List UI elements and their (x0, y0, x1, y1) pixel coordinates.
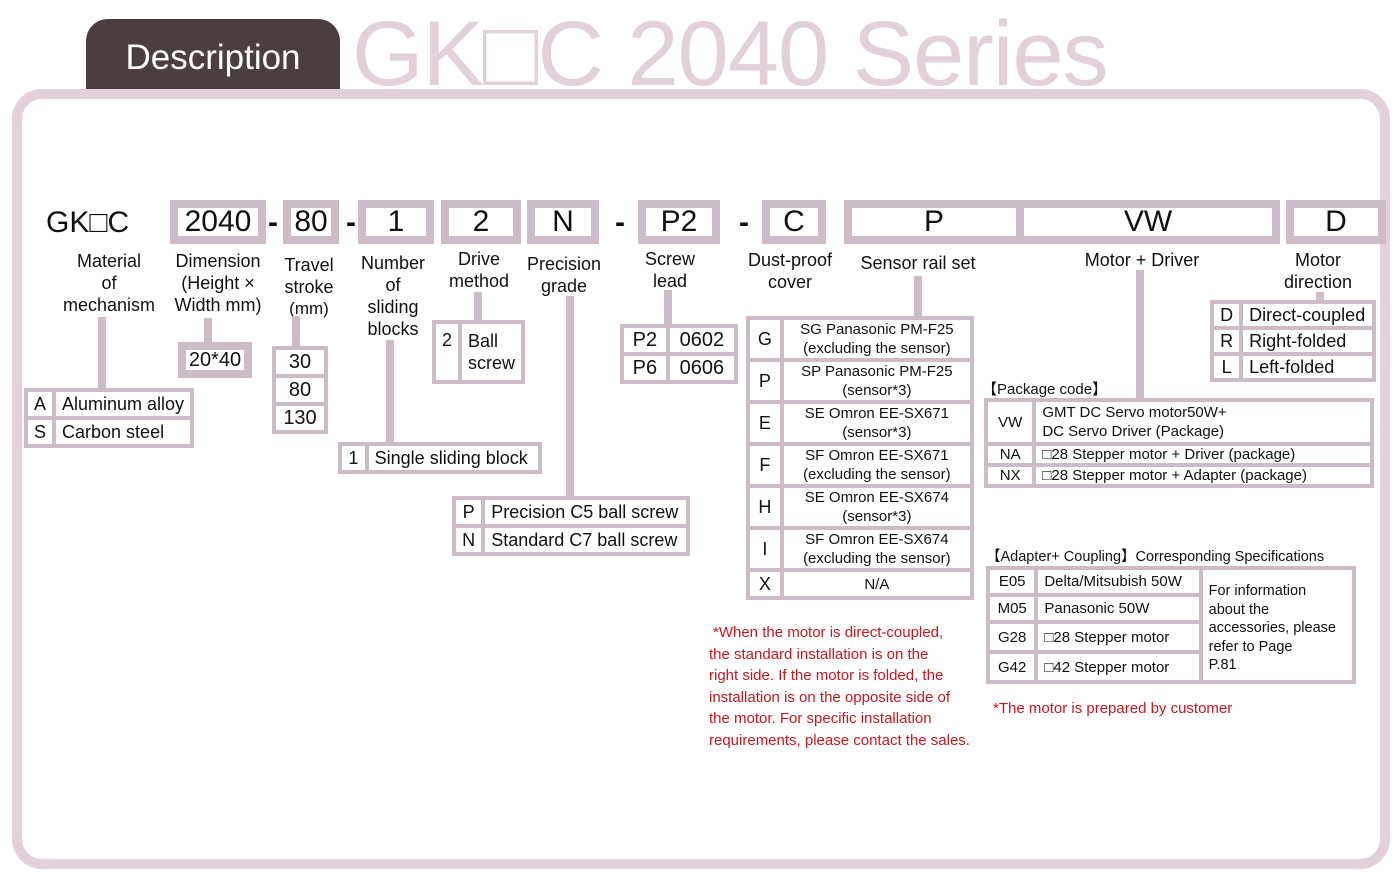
label-dimension: Dimension(Height ×Width mm) (174, 251, 262, 315)
connector-line (1316, 292, 1324, 304)
separator-dash: - (615, 206, 625, 239)
label-sensor: Sensor rail set (860, 253, 976, 273)
separator-dash: - (346, 206, 356, 239)
connector-line (204, 318, 212, 348)
package-title: 【Package code】 (982, 381, 1108, 398)
label-motor: Motor + Driver (1084, 250, 1200, 270)
code-drive: 2 (441, 200, 521, 244)
series-title: GK□C 2040 Series (352, 3, 1108, 105)
code-precision: N (527, 200, 599, 244)
table-row: NX□28 Stepper motor + Adapter (package) (983, 463, 1374, 488)
connector-line (914, 276, 922, 318)
table-row: 30 (272, 346, 328, 378)
tab-label: Description (125, 38, 301, 77)
motor-customer-note: *The motor is prepared by customer (993, 700, 1233, 717)
connector-line (98, 317, 106, 389)
code-direction: D (1286, 200, 1386, 244)
table-row: G42□42 Stepper motor (985, 650, 1354, 684)
code-stroke: 80 (283, 200, 339, 244)
dimension-value: 20*40 (178, 342, 252, 378)
description-tab: Description (86, 19, 340, 89)
installation-note: *When the motor is direct-coupled, the s… (709, 624, 970, 749)
adapter-title: 【Adapter+ Coupling】Corresponding Specifi… (986, 549, 1325, 565)
connector-line (386, 340, 394, 444)
connector-line (664, 290, 672, 326)
code-blocks: 1 (358, 200, 434, 244)
code-sensor: P (844, 200, 1024, 244)
code-dust-cover: C (762, 200, 826, 244)
code-lead: P2 (638, 200, 720, 244)
code-motor: VW (1016, 200, 1280, 244)
table-row: G28□28 Stepper motor (985, 620, 1354, 654)
connector-line (474, 292, 482, 322)
separator-dash: - (739, 206, 749, 239)
table-row: 80 (272, 374, 328, 406)
connector-line (292, 316, 300, 349)
connector-line (566, 296, 574, 498)
table-row: 130 (272, 402, 328, 434)
stroke-options-table: 30 80 130 (272, 346, 328, 434)
separator-dash: - (268, 206, 278, 239)
table-row: NA□28 Stepper motor + Driver (package) (983, 442, 1374, 467)
model-prefix: GK□C (46, 206, 130, 239)
code-dimension: 2040 (170, 200, 266, 244)
content-frame (12, 89, 1390, 869)
connector-line (1136, 270, 1144, 400)
